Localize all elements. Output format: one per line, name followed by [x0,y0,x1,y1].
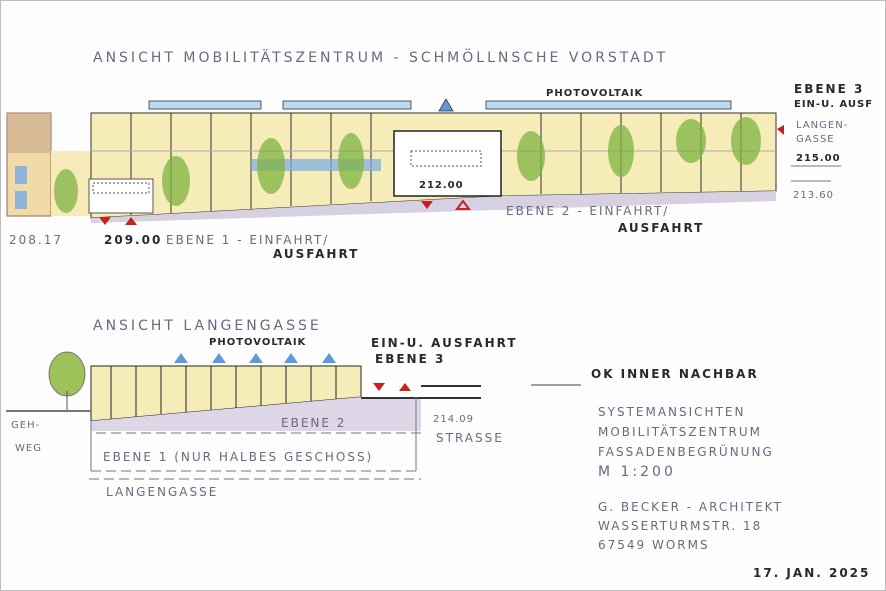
langengasse-label-1: Langen- [796,120,849,131]
lower-ebene1-label: Ebene 1 (nur halbes Geschoss) [103,450,374,464]
lower-photovoltaik-label: Photovoltaik [209,337,307,348]
ebene2-sub: Ausfahrt [618,221,705,235]
gehweg-label-1: Geh- [11,420,41,431]
langengasse-street-label: Langengasse [106,485,219,499]
level-214: 214.09 [433,414,474,425]
level-212: 212.00 [419,180,464,191]
architect-city: 67549 Worms [598,538,710,552]
upper-elevation [6,98,841,225]
level-209: 209.00 [104,233,163,247]
gehweg-label-2: weg [15,443,42,454]
lower-view-title: Ansicht Langengasse [93,318,322,334]
ebene1-sub: Ausfahrt [273,247,360,261]
upper-view-title: Ansicht Mobilitätszentrum - Schmöllnsche… [93,50,669,66]
ebene2-label: Ebene 2 - Einfahrt/ [506,204,670,218]
lower-ebene2-label: Ebene 2 [281,416,347,430]
architect-street: Wasserturmstr. 18 [598,519,763,533]
level-213: 213.60 [793,190,834,201]
strasse-label: Strasse [436,431,504,445]
level-208: 208.17 [9,233,63,247]
lower-ebene3-label: Ebene 3 [375,352,446,366]
level-215: 215.00 [796,153,841,164]
ebene1-label: Ebene 1 - Einfahrt/ [166,233,330,247]
lower-einausfahrt-label: Ein-u. Ausfahrt [371,336,518,350]
legend-line-1: Systemansichten [598,405,746,419]
upper-photovoltaik-label: Photovoltaik [546,88,644,99]
upper-ebene3-label: Ebene 3 [794,82,865,96]
legend-line-2: Mobilitätszentrum [598,425,763,439]
legend-line-3: Fassadenbegrünung [598,445,774,459]
lower-elevation [6,351,581,480]
langengasse-label-2: gasse [796,134,835,145]
ok-nachbar-label: OK inner Nachbar [591,367,759,381]
legend-scale: M 1:200 [598,464,676,480]
upper-ebene3-sub: Ein-u. Ausf [794,99,874,110]
architect-name: G. Becker - Architekt [598,500,783,514]
sketch-date: 17. Jan. 2025 [753,566,871,580]
